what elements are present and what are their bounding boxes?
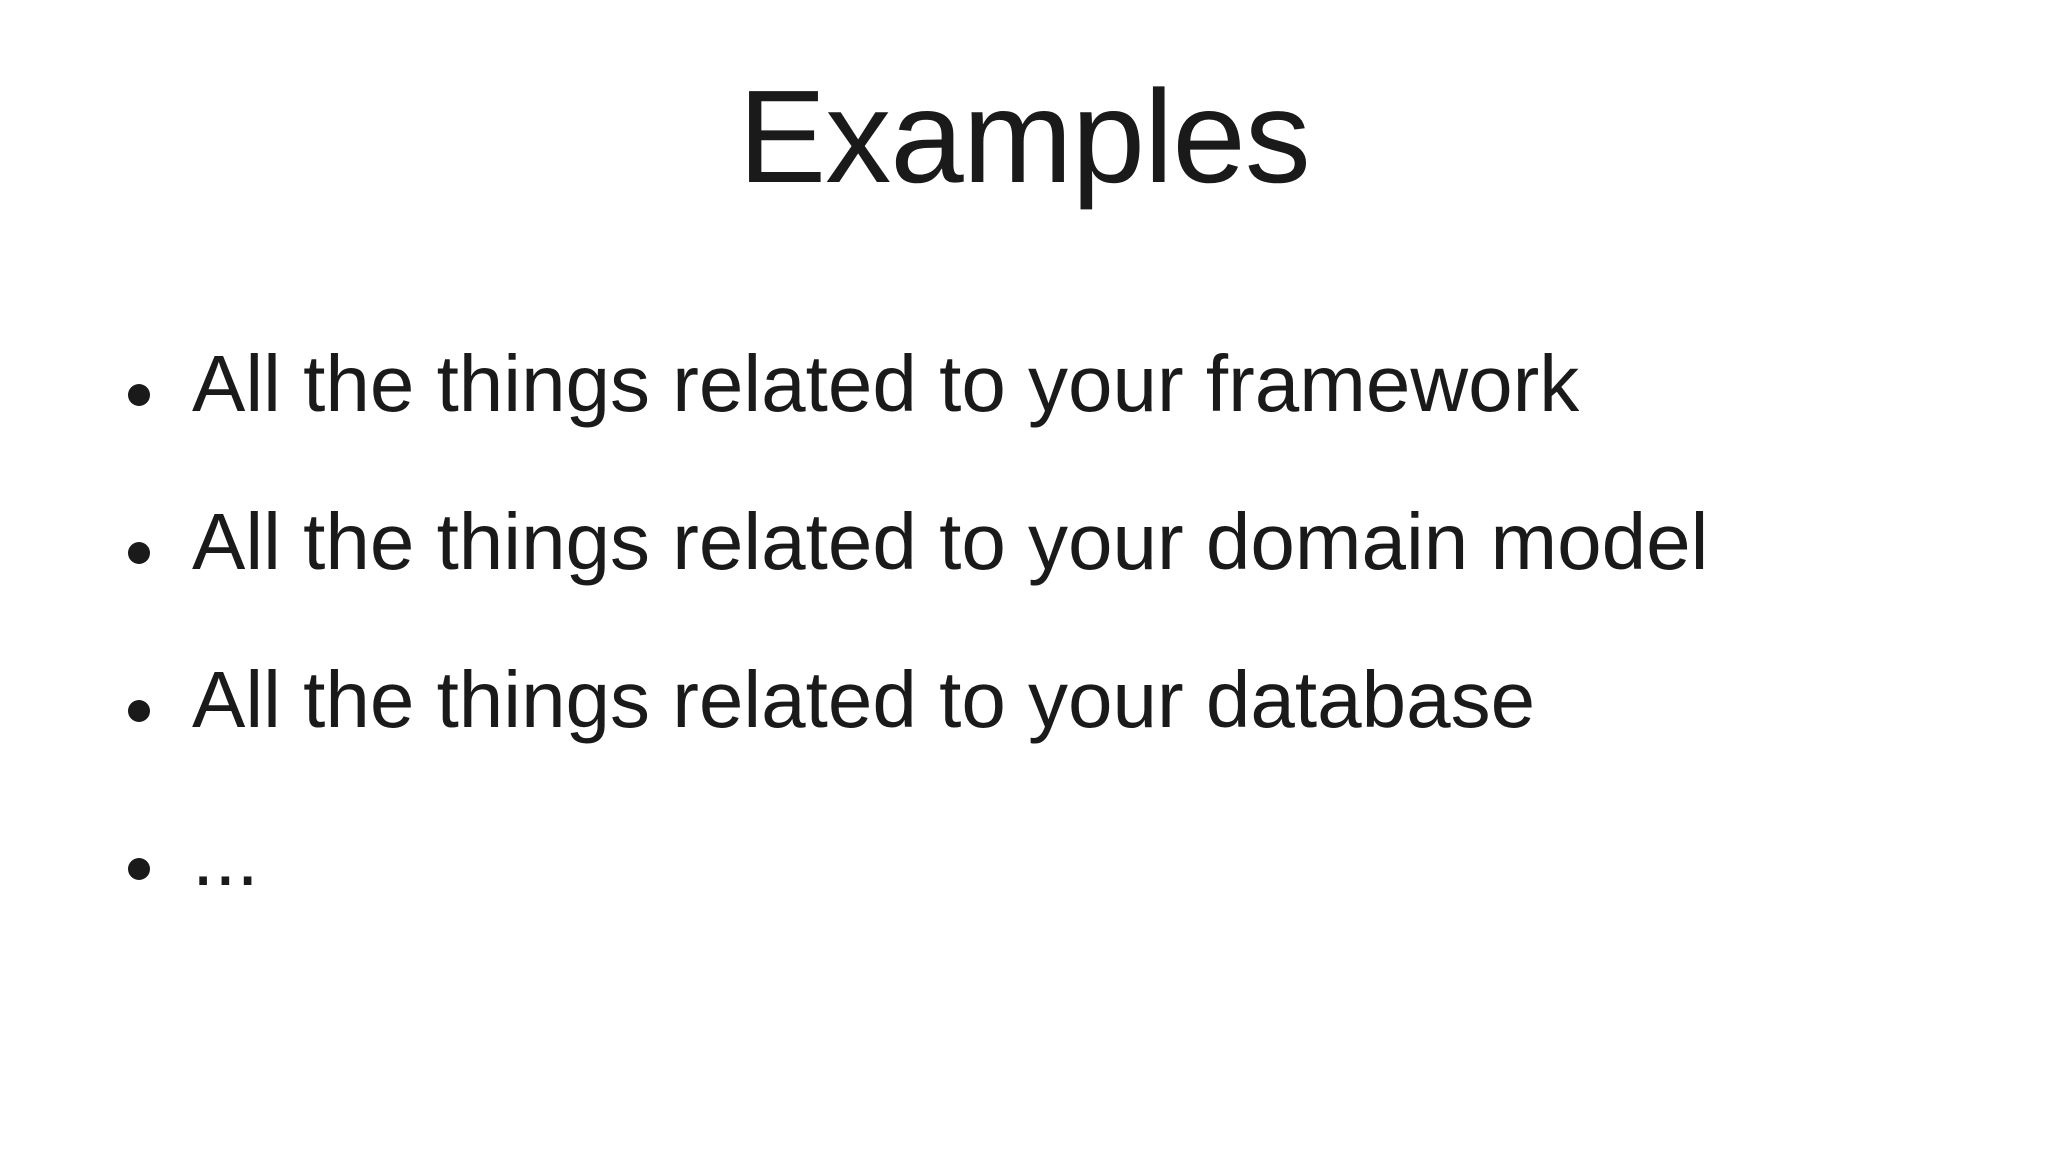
list-item: ... [128,818,1948,898]
list-item: All the things related to your framework [128,344,1948,424]
bullet-icon [128,542,150,565]
bullet-list: All the things related to your framework… [128,344,1948,898]
bullet-text: All the things related to your domain mo… [192,497,1709,587]
bullet-text: All the things related to your database [192,655,1536,745]
list-item: All the things related to your domain mo… [128,502,1948,582]
bullet-icon [128,700,150,723]
bullet-text: All the things related to your framework [192,339,1580,429]
bullet-icon [128,384,150,407]
list-item: All the things related to your database [128,660,1948,740]
slide-title: Examples [738,63,1311,210]
bullet-text: ... [192,813,259,903]
bullet-icon [128,858,150,881]
